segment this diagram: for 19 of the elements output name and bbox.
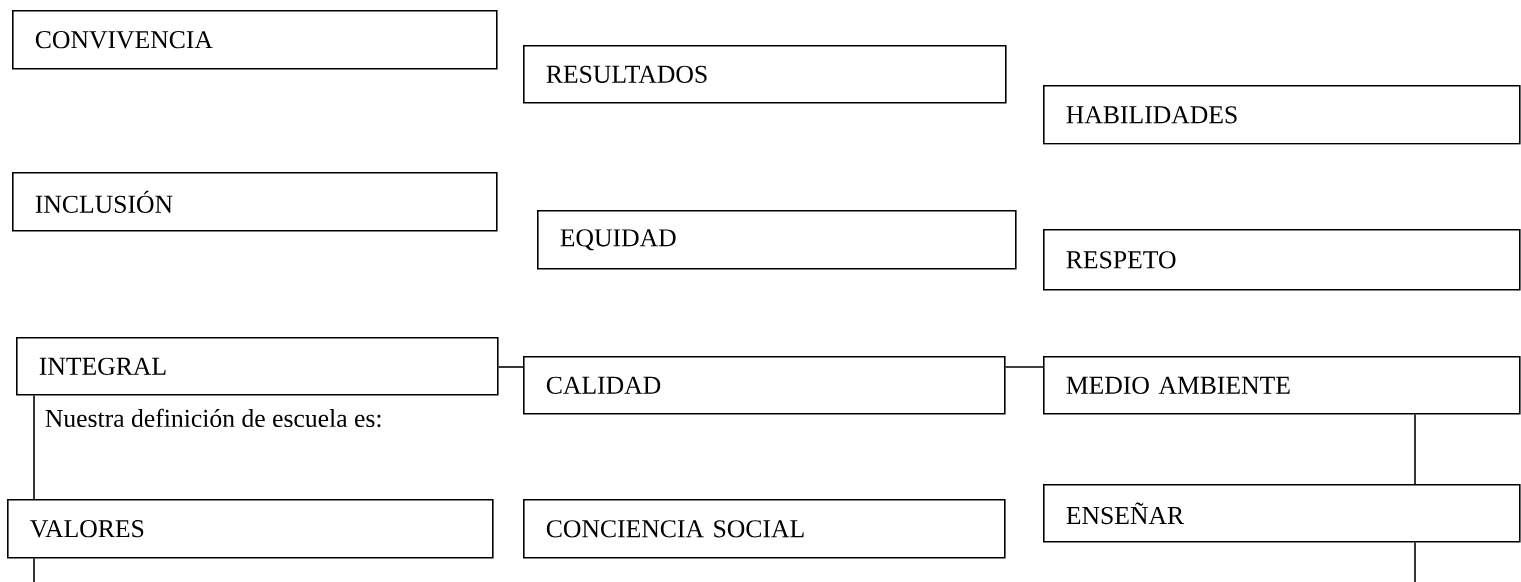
connector-line (1004, 366, 1044, 368)
text-box: EQUIDAD (537, 210, 1017, 270)
text-box: VALORES (7, 499, 494, 559)
text-box: RESULTADOS (523, 45, 1007, 104)
connector-line (1414, 413, 1416, 485)
connector-line (497, 366, 524, 368)
note-text: Nuestra definición de escuela es: (45, 408, 381, 428)
text-box: INTEGRAL (16, 337, 499, 396)
text-box: CONCIENCIA SOCIAL (523, 499, 1006, 559)
text-box: RESPETO (1043, 229, 1521, 291)
text-box: MEDIO AMBIENTE (1043, 356, 1521, 415)
connector-line (33, 557, 35, 582)
text-box: ENSEÑAR (1043, 484, 1521, 543)
text-box: INCLUSIÓN (12, 172, 498, 232)
text-box: CALIDAD (523, 356, 1006, 415)
connector-line (1414, 541, 1416, 582)
text-box: HABILIDADES (1043, 85, 1521, 145)
text-box: CONVIVENCIA (12, 10, 498, 70)
connector-line (33, 394, 35, 500)
